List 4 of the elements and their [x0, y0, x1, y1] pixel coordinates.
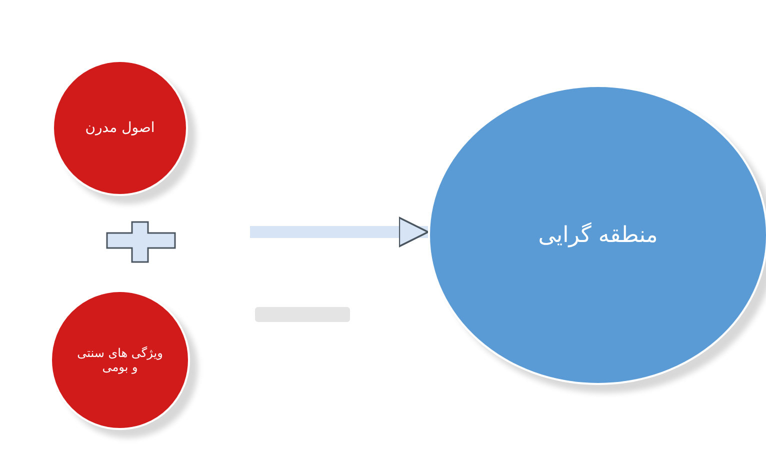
block-arrow [250, 216, 429, 248]
circle-label: ویژگی های سنتی و بومی [76, 346, 164, 374]
circle-label: منطقه گرایی [538, 222, 658, 248]
circle-label: اصول مدرن [85, 120, 155, 136]
